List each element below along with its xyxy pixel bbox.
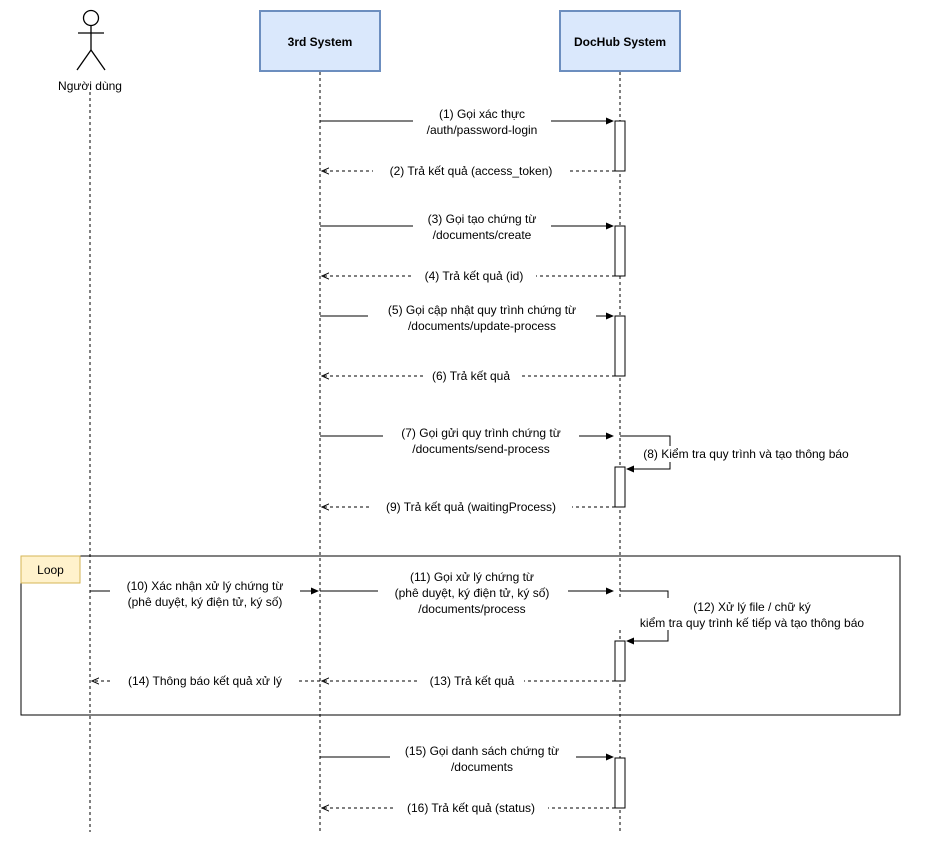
- message-11-label: (11) Gọi xử lý chứng từ(phê duyệt, ký đi…: [395, 570, 550, 616]
- activation-bar: [614, 757, 626, 809]
- message-6-label: (6) Trả kết quả: [432, 369, 510, 383]
- loop-label-box: [20, 555, 81, 584]
- third-system-label: 3rd System: [288, 35, 353, 49]
- message-4-label: (4) Trả kết quả (id): [425, 269, 524, 283]
- message-15-label: (15) Gọi danh sách chứng từ/documents: [405, 744, 559, 774]
- message-1-label: (1) Gọi xác thực/auth/password-login: [427, 107, 538, 137]
- message-10-label: (10) Xác nhận xử lý chứng từ(phê duyệt, …: [127, 579, 284, 609]
- message-5-label: (5) Gọi cập nhật quy trình chứng từ/docu…: [388, 303, 576, 333]
- message-13-label: (13) Trả kết quả: [430, 674, 515, 688]
- message-2-label: (2) Trả kết quả (access_token): [390, 164, 553, 178]
- user-actor-icon: [76, 9, 106, 71]
- dochub-system-label: DocHub System: [574, 35, 666, 49]
- message-16-label: (16) Trả kết quả (status): [407, 801, 535, 815]
- loop-label: Loop: [37, 563, 64, 577]
- activation-bar: [614, 120, 626, 172]
- message-8-label: (8) Kiểm tra quy trình và tạo thông báo: [643, 447, 849, 461]
- activation-bar: [614, 315, 626, 377]
- loop-frame: [20, 555, 901, 716]
- third-system-box[interactable]: [259, 10, 381, 72]
- message-9-label: (9) Trả kết quả (waitingProcess): [386, 500, 556, 514]
- dochub-system-box[interactable]: [559, 10, 681, 72]
- user-actor-label: Người dùng: [58, 79, 122, 93]
- message-7-label: (7) Gọi gửi quy trình chứng từ/documents…: [401, 426, 561, 456]
- activation-bar: [614, 225, 626, 277]
- activation-bar: [614, 640, 626, 682]
- activation-bar: [614, 466, 626, 508]
- message-14-label: (14) Thông báo kết quả xử lý: [128, 674, 282, 688]
- message-3-label: (3) Gọi tạo chứng từ/documents/create: [428, 212, 537, 242]
